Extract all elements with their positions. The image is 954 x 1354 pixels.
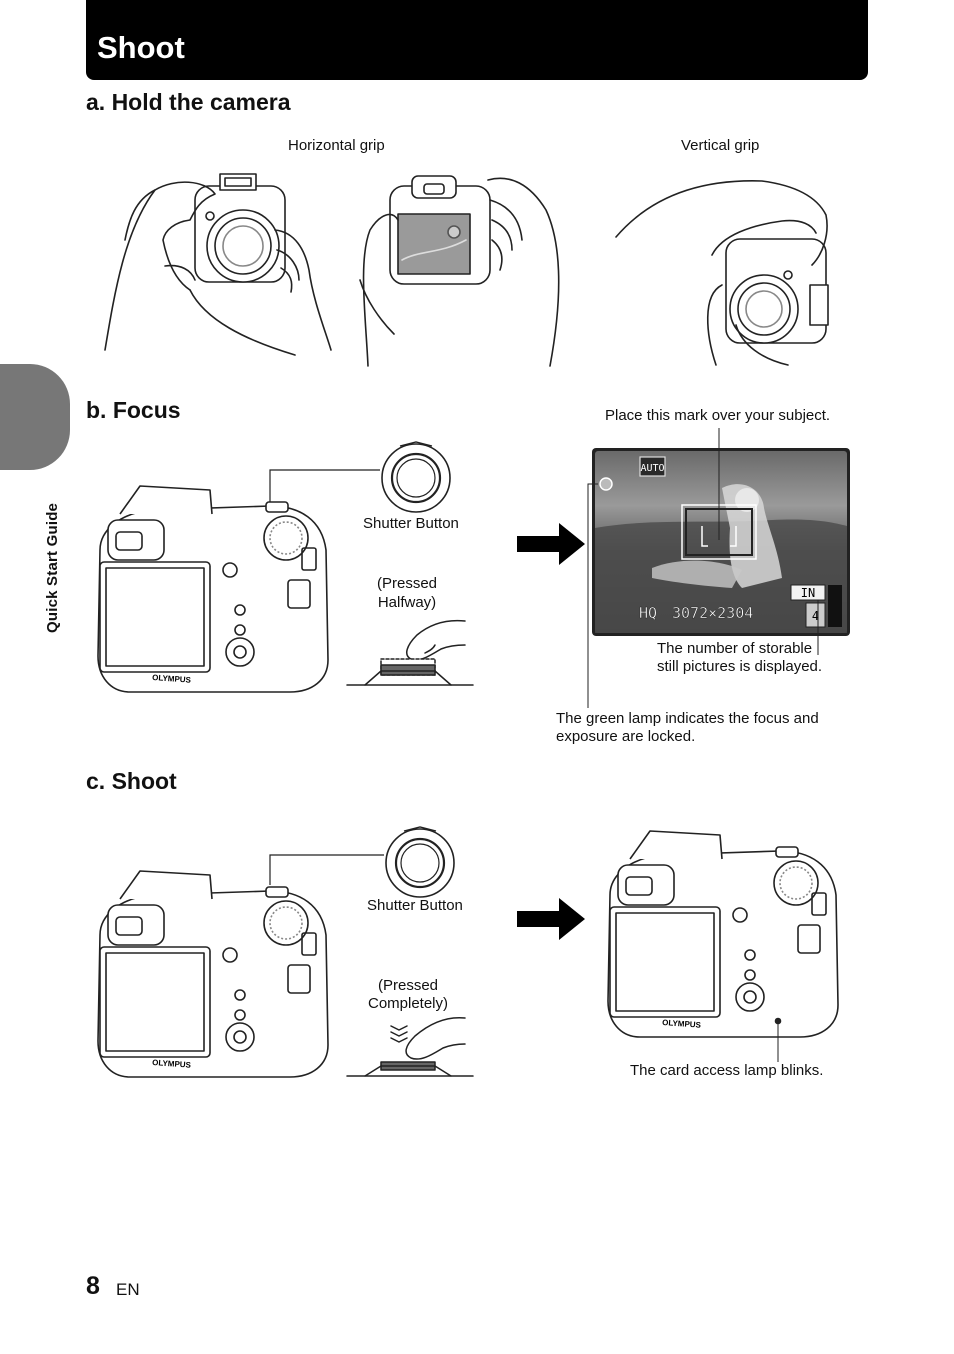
green-lamp-label-line1: The green lamp indicates the focus and (556, 710, 819, 727)
storable-label-line1: The number of storable (657, 640, 813, 657)
page-title: Shoot (97, 30, 185, 65)
page-language: EN (116, 1280, 140, 1299)
pressed-halfway-label-line2: Halfway) (377, 594, 437, 611)
arrow-right-icon (517, 898, 585, 940)
pressed-completely-label-line1: (Pressed (377, 977, 439, 994)
lcd-display: AUTO IN 4 HQ 3072×2304 (592, 448, 850, 636)
lcd-resolution: 3072×2304 (672, 604, 753, 622)
horizontal-grip-front-illustration (104, 173, 332, 356)
camera-brand: OLYMPUS (152, 673, 192, 685)
lcd-memory-indicator: IN (801, 586, 815, 600)
lcd-mode-icon: AUTO (640, 463, 664, 474)
pressed-completely-label-line2: Completely) (367, 995, 449, 1012)
card-access-lamp-label: The card access lamp blinks. (630, 1062, 824, 1079)
shutter-button-illustration-shoot (269, 826, 455, 898)
shutter-button-illustration-focus (269, 441, 451, 513)
pressed-halfway-label-line1: (Pressed (376, 575, 438, 592)
section-heading-shoot: c. Shoot (86, 768, 177, 794)
shutter-button-label-focus: Shutter Button (363, 515, 459, 532)
camera-back-illustration: OLYMPUS (97, 485, 329, 693)
camera-brand: OLYMPUS (152, 1058, 192, 1070)
header-bar (86, 0, 868, 80)
horizontal-grip-label: Horizontal grip (288, 137, 385, 154)
camera-back-illustration-shoot: OLYMPUS (97, 870, 329, 1078)
section-heading-focus: b. Focus (86, 397, 181, 423)
mark-label: Place this mark over your subject. (605, 407, 831, 424)
lcd-quality: HQ (639, 604, 657, 622)
green-lamp-label-line2: exposure are locked. (556, 728, 696, 745)
vertical-grip-label: Vertical grip (681, 137, 760, 154)
camera-back-illustration-result: OLYMPUS (607, 830, 839, 1038)
finger-press-halfway-illustration (346, 619, 474, 686)
finger-press-completely-illustration (346, 1016, 474, 1077)
storable-label-line2: still pictures is displayed. (657, 658, 823, 675)
page-number: 8 (86, 1272, 100, 1300)
section-heading-hold: a. Hold the camera (86, 89, 291, 115)
horizontal-grip-back-illustration (359, 175, 560, 367)
side-tab (0, 364, 70, 470)
lcd-picture-count: 4 (812, 609, 819, 623)
camera-brand: OLYMPUS (662, 1018, 702, 1030)
arrow-right-icon (517, 523, 585, 565)
vertical-grip-illustration (615, 180, 829, 366)
shutter-button-label-shoot: Shutter Button (367, 897, 463, 914)
